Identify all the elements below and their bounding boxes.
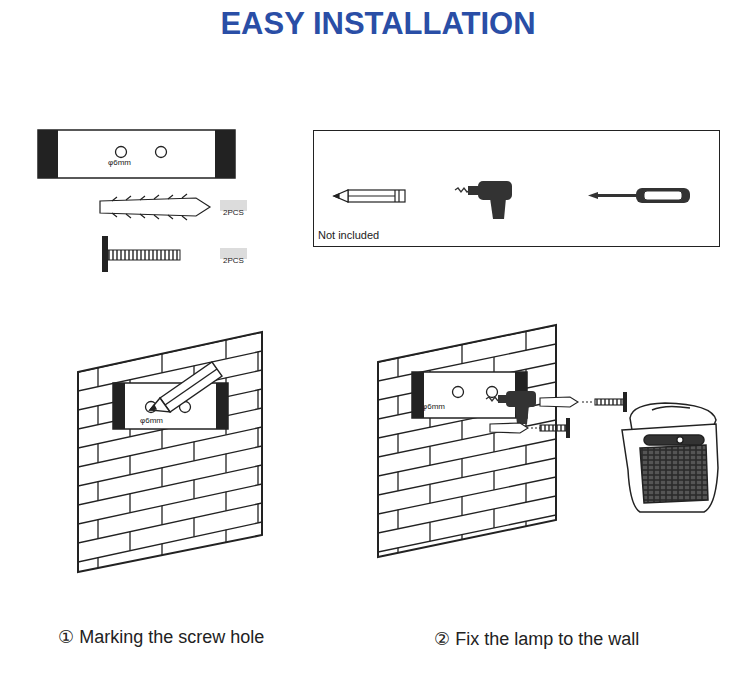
step-caption: ① Marking the screw hole bbox=[58, 626, 264, 648]
screwdriver-icon bbox=[588, 188, 690, 203]
plug-and-screw bbox=[490, 392, 627, 438]
bracket-plate: φ6mm bbox=[113, 383, 228, 429]
pencil-icon bbox=[334, 190, 405, 202]
brick-wall bbox=[78, 275, 262, 627]
drill bbox=[486, 391, 536, 424]
tools-box: Not included bbox=[313, 130, 720, 247]
pencil bbox=[150, 362, 222, 412]
hole-size: φ6mm bbox=[422, 403, 445, 412]
drill-icon bbox=[455, 181, 512, 219]
quantity-text: 2PCS bbox=[223, 256, 244, 265]
hole-size: φ6mm bbox=[140, 417, 163, 426]
bracket-plate: φ6mm bbox=[412, 372, 527, 418]
solar-lamp bbox=[622, 403, 718, 512]
mounting-bracket bbox=[38, 130, 235, 178]
brick-wall bbox=[378, 268, 556, 617]
note-text: Not included bbox=[318, 229, 379, 241]
quantity-tag: 2PCS bbox=[220, 200, 247, 211]
hole-size: φ6mm bbox=[108, 159, 131, 168]
bracket-plate: φ6mm bbox=[38, 130, 235, 178]
title: EASY INSTALLATION bbox=[0, 6, 756, 42]
wall-plug bbox=[100, 194, 210, 220]
quantity-text: 2PCS bbox=[223, 208, 244, 217]
screw bbox=[102, 236, 180, 272]
quantity-tag: 2PCS bbox=[220, 248, 247, 259]
step-caption: ② Fix the lamp to the wall bbox=[434, 628, 639, 650]
